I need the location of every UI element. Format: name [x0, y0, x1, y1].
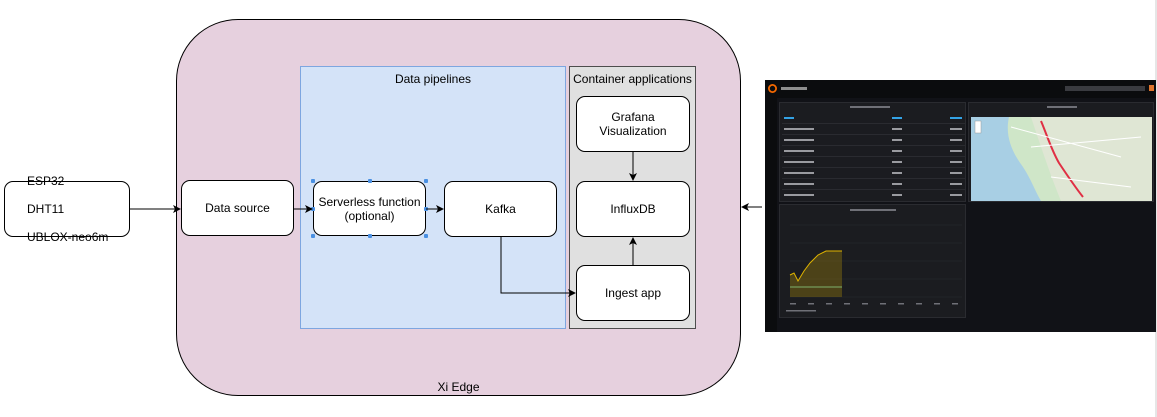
- selection-handle: [311, 234, 315, 238]
- series-temperature: [789, 250, 842, 283]
- kafka-node: Kafka: [444, 181, 557, 237]
- table-panel-title-placeholder: [850, 106, 890, 108]
- table-row: [782, 123, 965, 135]
- container-applications-label: Container applications: [573, 72, 692, 86]
- device-dht11: DHT11: [27, 202, 65, 216]
- grafana-logo-icon: [768, 84, 777, 93]
- legend-placeholder: [786, 310, 816, 312]
- selection-handle: [424, 234, 428, 238]
- selection-handle: [424, 179, 428, 183]
- map-view: [971, 117, 1152, 201]
- table-cell-placeholder: [950, 194, 962, 196]
- table-cell-placeholder: [784, 150, 814, 152]
- grafana-node: Grafana Visualization: [576, 96, 690, 152]
- table-cell-placeholder: [892, 128, 902, 130]
- dashboard-title-placeholder: [781, 87, 807, 90]
- devices-box: ESP32 DHT11 UBLOX-neo6m: [4, 174, 130, 244]
- table-cell-placeholder: [784, 128, 814, 130]
- grafana-dashboard-screenshot: [765, 80, 1156, 332]
- chart-panel: [779, 204, 966, 318]
- influxdb-node: InfluxDB: [576, 181, 690, 237]
- refresh-button-placeholder: [1149, 85, 1154, 91]
- col-header-placeholder: [892, 117, 902, 119]
- table-cell-placeholder: [784, 161, 814, 163]
- table-row: [782, 167, 965, 179]
- selection-handle: [368, 234, 372, 238]
- device-esp32: ESP32: [27, 174, 65, 188]
- ingest-app-node: Ingest app: [576, 265, 690, 321]
- table-cell-placeholder: [892, 172, 902, 174]
- table-cell-placeholder: [950, 172, 962, 174]
- table-row: [782, 189, 965, 201]
- data-source-label: Data source: [205, 201, 270, 215]
- timeseries-chart: [786, 224, 962, 312]
- table-row: [782, 134, 965, 146]
- device-list: ESP32 DHT11 UBLOX-neo6m: [27, 160, 108, 258]
- table-panel: [779, 102, 966, 202]
- influxdb-label: InfluxDB: [610, 202, 656, 216]
- table-cell-placeholder: [892, 161, 902, 163]
- serverless-function-label: Serverless function (optional): [318, 194, 421, 223]
- ingest-app-label: Ingest app: [604, 286, 662, 300]
- table-cell-placeholder: [784, 194, 814, 196]
- table-cell-placeholder: [950, 128, 962, 130]
- device-ublox: UBLOX-neo6m: [27, 230, 109, 244]
- grafana-label: Grafana Visualization: [599, 110, 667, 138]
- table-cell-placeholder: [892, 139, 902, 141]
- dashboard-sidebar: [765, 98, 777, 332]
- table-header: [782, 114, 965, 122]
- col-header-placeholder: [784, 117, 794, 119]
- map-panel-title-placeholder: [1047, 106, 1077, 108]
- table-cell-placeholder: [784, 183, 814, 185]
- kafka-label: Kafka: [485, 202, 516, 216]
- table-cell-placeholder: [892, 150, 902, 152]
- serverless-function-node: Serverless function (optional): [313, 181, 426, 236]
- table-row: [782, 145, 965, 157]
- col-header-placeholder: [950, 117, 962, 119]
- table-cell-placeholder: [950, 161, 962, 163]
- xi-edge-label: Xi Edge: [437, 380, 480, 394]
- chart-panel-title-placeholder: [850, 209, 896, 211]
- data-source-node: Data source: [181, 180, 294, 236]
- map-zoom-icon: [974, 120, 982, 134]
- table-cell-placeholder: [892, 183, 902, 185]
- selection-handle: [311, 179, 315, 183]
- table-cell-placeholder: [950, 139, 962, 141]
- selection-handle: [311, 207, 315, 211]
- table-row: [782, 156, 965, 168]
- table-cell-placeholder: [784, 172, 814, 174]
- table-cell-placeholder: [784, 139, 814, 141]
- table-cell-placeholder: [950, 150, 962, 152]
- table-cell-placeholder: [950, 183, 962, 185]
- selection-handle: [424, 207, 428, 211]
- table-row: [782, 178, 965, 190]
- dashboard-topbar: [765, 80, 1156, 98]
- toolbar-placeholder: [1065, 86, 1145, 91]
- data-pipelines-label: Data pipelines: [394, 72, 472, 86]
- map-panel: [968, 102, 1154, 202]
- table-cell-placeholder: [892, 194, 902, 196]
- selection-handle: [368, 179, 372, 183]
